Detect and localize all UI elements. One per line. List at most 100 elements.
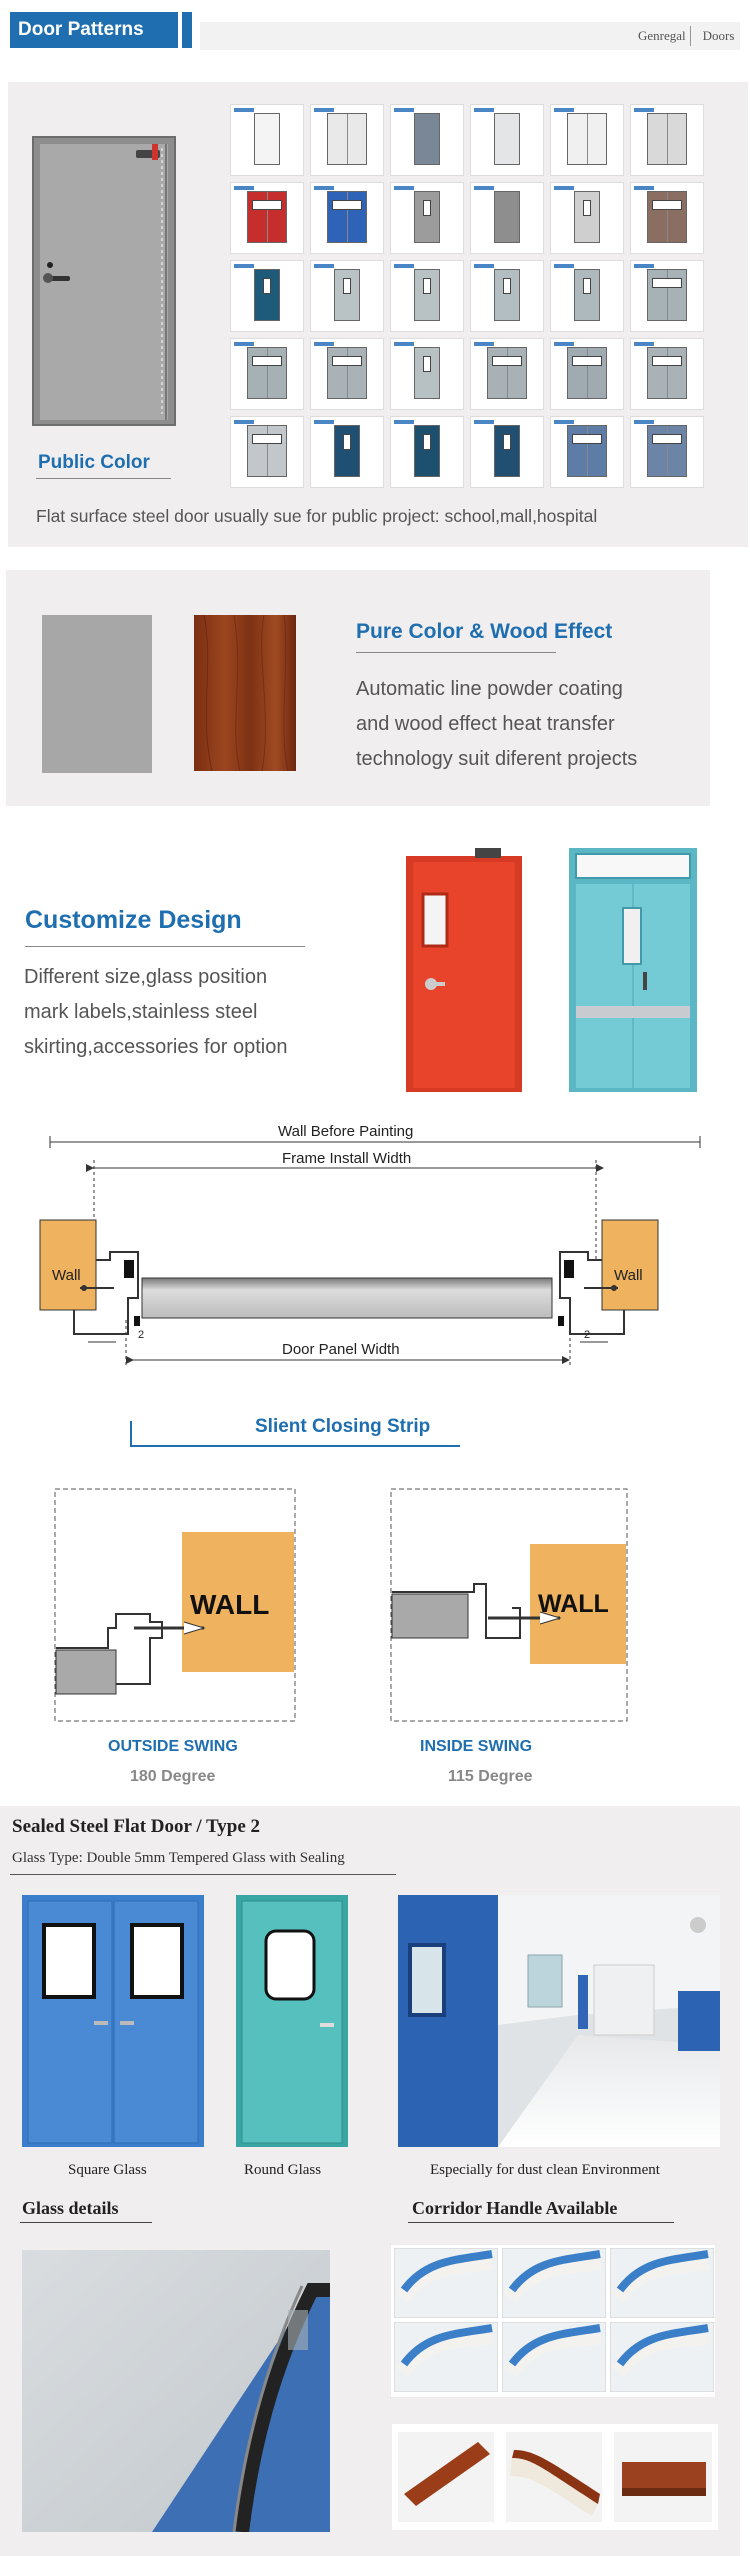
- door-panel: [567, 425, 607, 477]
- door-window: [332, 356, 362, 366]
- thumbnail-logo: [634, 264, 654, 268]
- thumbnail-logo: [474, 108, 494, 112]
- door-pattern-thumbnail: [470, 416, 544, 488]
- gap-label-right: 2: [584, 1329, 590, 1341]
- title-accent-tab: [182, 12, 192, 48]
- door-leaf-divider: [248, 348, 268, 398]
- door-panel: [247, 347, 287, 399]
- wall-label-left: Wall: [52, 1267, 81, 1284]
- door-leaf-divider: [248, 192, 268, 242]
- door-pattern-thumbnail: [470, 182, 544, 254]
- door-panel: [414, 347, 440, 399]
- door-pattern-thumbnail: [310, 416, 384, 488]
- door-pattern-thumbnail: [470, 260, 544, 332]
- gray-color-swatch: [42, 615, 152, 773]
- door-panel: [414, 269, 440, 321]
- inside-swing-degree: 115 Degree: [448, 1768, 533, 1785]
- thumbnail-logo: [394, 108, 414, 112]
- sealed-door-title: Sealed Steel Flat Door / Type 2: [12, 1816, 261, 1837]
- frame-install-width-label: Frame Install Width: [282, 1150, 411, 1167]
- door-pattern-thumbnail: [230, 182, 304, 254]
- thumbnail-logo: [234, 108, 254, 112]
- door-window: [423, 200, 431, 216]
- door-panel: [327, 113, 367, 165]
- door-panel: [327, 191, 367, 243]
- header-strip: [200, 22, 740, 50]
- door-window: [423, 278, 431, 294]
- thumbnail-logo: [554, 108, 574, 112]
- thumbnail-logo: [634, 108, 654, 112]
- door-leaf-divider: [568, 348, 588, 398]
- door-panel: [487, 347, 527, 399]
- door-leaf-divider: [648, 270, 668, 320]
- silent-closing-strip-title: Slient Closing Strip: [255, 1416, 431, 1437]
- door-pattern-thumbnail: [310, 260, 384, 332]
- door-window: [583, 200, 591, 216]
- door-pattern-thumbnail: [230, 416, 304, 488]
- door-panel: [334, 269, 360, 321]
- thumbnail-logo: [554, 264, 574, 268]
- door-panel: [254, 269, 280, 321]
- wall-text: WALL: [538, 1590, 609, 1618]
- thumbnail-logo: [474, 342, 494, 346]
- door-pattern-thumbnail: [630, 338, 704, 410]
- brand-right: Doors: [702, 28, 735, 43]
- outside-swing-diagram: WALL: [54, 1488, 296, 1722]
- brand-divider: [689, 26, 699, 46]
- pure-color-line: Automatic line powder coating: [356, 678, 623, 700]
- inside-swing-title: INSIDE SWING: [420, 1738, 533, 1755]
- door-panel: [494, 425, 520, 477]
- glass-details-underline: [20, 2222, 152, 2223]
- door-panel: [647, 113, 687, 165]
- frame-install-diagram: Wall Before Painting Frame Install Width…: [39, 1123, 701, 1368]
- door-leaf-divider: [568, 114, 588, 164]
- door-window: [503, 278, 511, 294]
- thumbnail-logo: [634, 420, 654, 424]
- door-pattern-thumbnail: [550, 416, 624, 488]
- pure-color-line: and wood effect heat transfer: [356, 713, 615, 735]
- gray-door-illustration: [32, 136, 176, 426]
- pure-color-line: technology suit diferent projects: [356, 748, 638, 770]
- door-pattern-thumbnail: [550, 104, 624, 176]
- door-pattern-thumbnail: [230, 338, 304, 410]
- inside-swing-diagram: WALL: [390, 1488, 628, 1722]
- thumbnail-logo: [394, 342, 414, 346]
- corridor-handle-thumbnail: [394, 2248, 498, 2318]
- door-pattern-thumbnail: [470, 338, 544, 410]
- wall-before-painting-label: Wall Before Painting: [278, 1123, 413, 1140]
- door-pattern-thumbnail: [310, 104, 384, 176]
- door-pattern-thumbnail: [550, 260, 624, 332]
- thumbnail-logo: [394, 264, 414, 268]
- door-pattern-thumbnail: [550, 182, 624, 254]
- corridor-handle-thumbnail: [502, 2322, 606, 2392]
- thumbnail-logo: [474, 264, 494, 268]
- door-panel: [247, 191, 287, 243]
- outside-swing-title: OUTSIDE SWING: [108, 1738, 238, 1755]
- thumbnail-logo: [394, 186, 414, 190]
- door-pattern-thumbnail: [630, 104, 704, 176]
- red-door-illustration: [406, 848, 522, 1092]
- thumbnail-logo: [314, 108, 334, 112]
- thumbnail-logo: [314, 420, 334, 424]
- door-panel: [494, 191, 520, 243]
- corridor-handle-thumbnail: [394, 2322, 498, 2392]
- door-leaf-divider: [248, 426, 268, 476]
- door-window: [652, 278, 682, 288]
- corridor-handle-thumbnail: [610, 2248, 714, 2318]
- thumbnail-logo: [234, 186, 254, 190]
- glass-type-text: Glass Type: Double 5mm Tempered Glass wi…: [12, 1850, 345, 1866]
- door-window: [252, 356, 282, 366]
- thumbnail-logo: [474, 186, 494, 190]
- wall-text: WALL: [190, 1589, 269, 1620]
- brand-logo: Genregal Doors: [634, 22, 738, 50]
- door-leaf-divider: [328, 192, 348, 242]
- door-pattern-thumbnail: [230, 260, 304, 332]
- door-window: [492, 356, 522, 366]
- customize-title: Customize Design: [25, 906, 242, 934]
- thumbnail-logo: [234, 420, 254, 424]
- page-title: Door Patterns: [10, 12, 178, 48]
- gap-label-left: 2: [138, 1329, 144, 1341]
- thumbnail-logo: [394, 420, 414, 424]
- corridor-handle-thumbnail: [502, 2248, 606, 2318]
- door-window: [423, 434, 431, 450]
